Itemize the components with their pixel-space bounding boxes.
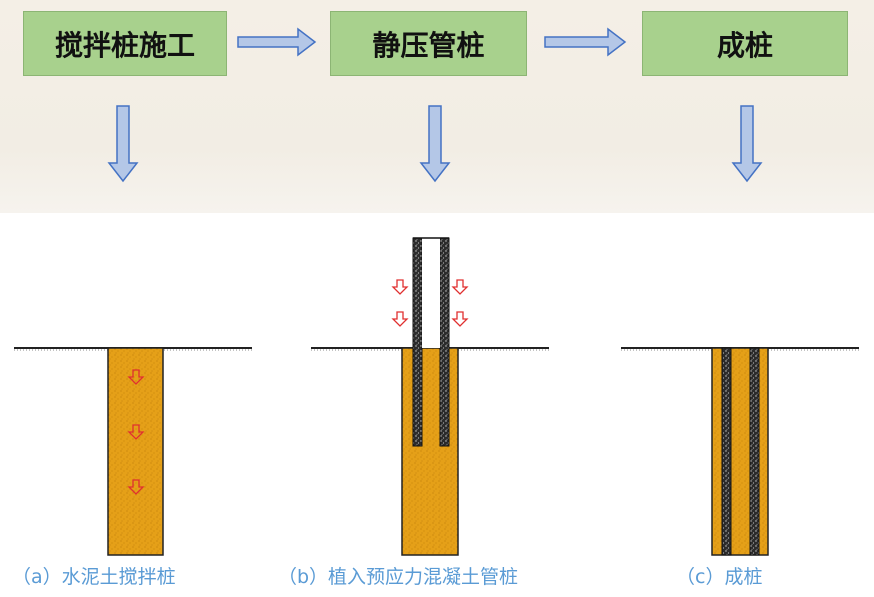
right-arrow-icon [544,27,627,57]
step-box-pile-formed: 成桩 [642,11,848,76]
down-arrow-icon [107,105,139,183]
caption-a: （a）水泥土搅拌桩 [12,566,176,588]
right-arrow-icon [237,27,317,57]
panel-a-mixing-pile [14,347,252,556]
soil-cement-column [107,347,164,556]
pipe-pile-wall-right [439,237,450,447]
step-box-mixing-pile: 搅拌桩施工 [23,11,227,76]
pipe-pile-wall-left [412,237,423,447]
step-label: 搅拌桩施工 [54,28,195,62]
down-arrow-icon [731,105,763,183]
pipe-pile-wall-right [749,347,760,556]
pipe-pile-wall-left [721,347,732,556]
soil-cement-column [711,347,769,556]
caption-b: （b）植入预应力混凝土管桩 [278,566,519,588]
step-box-static-press: 静压管桩 [330,11,527,76]
panel-b-pipe-insertion [311,237,549,556]
caption-c: （c）成桩 [676,566,763,588]
down-arrow-icon [419,105,451,183]
red-down-arrow-icon [391,279,469,327]
soil-cement-column [401,347,459,556]
step-label: 成桩 [716,28,773,62]
red-down-arrow-icon [127,369,145,495]
step-label: 静压管桩 [372,28,485,62]
panel-c-finished-pile [621,347,859,556]
pipe-pile-hollow [422,238,440,348]
